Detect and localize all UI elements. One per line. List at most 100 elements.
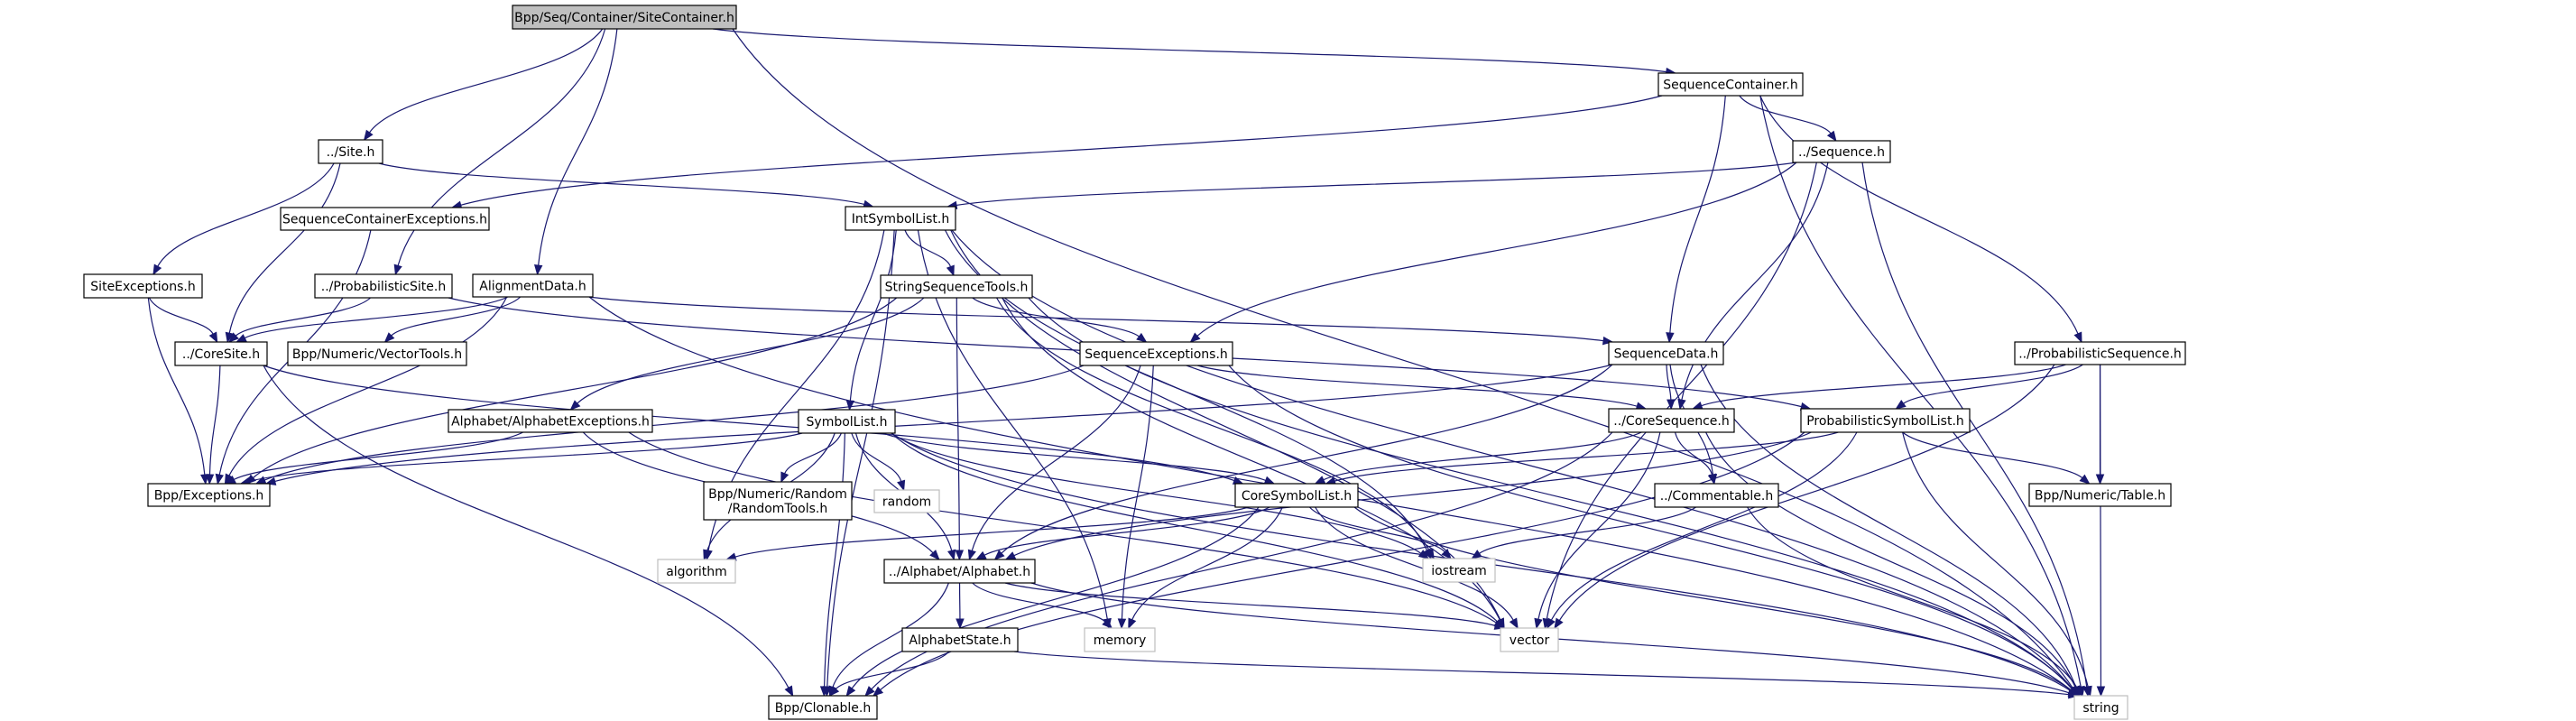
edge-alphabet-to-alphabetstate <box>956 582 965 630</box>
node-alphabet[interactable]: ../Alphabet/Alphabet.h <box>883 559 1036 584</box>
edge-line <box>972 297 1140 337</box>
edge-line <box>147 297 206 476</box>
node-stringsequencetools[interactable]: StringSequenceTools.h <box>880 274 1033 299</box>
edge-line <box>1228 365 2073 689</box>
arrowhead-icon <box>264 476 277 485</box>
arrowhead-icon <box>1314 476 1326 485</box>
edge-symbollist-to-randomtools <box>780 432 842 484</box>
edge-alphabet-to-vector <box>1004 582 1506 630</box>
arrowhead-icon <box>967 549 976 561</box>
arrowhead-icon <box>1602 336 1614 346</box>
edge-line <box>1121 365 1154 620</box>
edge-line <box>628 431 1498 624</box>
arrowhead-icon <box>947 549 956 561</box>
node-vector: vector <box>1500 627 1559 652</box>
arrowhead-icon <box>393 263 402 276</box>
edge-line <box>228 296 508 476</box>
node-symbollist[interactable]: SymbolList.h <box>798 409 896 434</box>
node-box <box>883 559 1036 584</box>
arrowhead-icon <box>1136 332 1148 343</box>
node-clonable[interactable]: Bpp/Clonable.h <box>768 695 878 720</box>
edge-line <box>1903 364 2083 404</box>
arrowhead-icon <box>208 331 218 344</box>
arrowhead-icon <box>946 264 955 277</box>
node-sequence[interactable]: ../Sequence.h <box>1792 140 1891 163</box>
edge-line <box>1700 364 2077 688</box>
node-coresymbollist[interactable]: CoreSymbolList.h <box>1234 483 1359 508</box>
node-intsymbollist[interactable]: IntSymbolList.h <box>845 206 956 231</box>
node-table[interactable]: Bpp/Numeric/Table.h <box>2028 483 2172 507</box>
node-box <box>318 139 383 164</box>
node-probabilisticsymbollist[interactable]: ProbabilisticSymbolList.h <box>1800 408 1971 433</box>
node-sequenceexceptions[interactable]: SequenceExceptions.h <box>1079 341 1233 366</box>
edge-line <box>956 297 960 551</box>
node-label: Bpp/Exceptions.h <box>154 489 264 504</box>
node-coresite[interactable]: ../CoreSite.h <box>174 341 268 366</box>
node-box <box>1608 408 1735 433</box>
node-site[interactable]: ../Site.h <box>318 139 383 164</box>
node-box <box>1792 140 1891 163</box>
arrowhead-icon <box>1667 399 1676 411</box>
edge-line <box>263 365 1235 482</box>
edge-commentable-to-iostream <box>1471 506 1696 559</box>
node-box <box>845 206 956 231</box>
arrowhead-icon <box>703 549 712 561</box>
arrowhead-icon <box>974 550 987 560</box>
edge-probabilisticsequence-to-string <box>2096 364 2106 698</box>
node-label: memory <box>1094 633 1147 648</box>
node-box <box>2014 341 2186 365</box>
edge-line <box>1759 95 2079 335</box>
node-label: SequenceContainer.h <box>1663 79 1798 93</box>
edge-probabilisticsymbollist-to-vector <box>1547 431 1858 630</box>
node-probabilisticsite[interactable]: ../ProbabilisticSite.h <box>314 273 453 299</box>
node-vectortools[interactable]: Bpp/Numeric/VectorTools.h <box>287 341 467 366</box>
arrowhead-icon <box>2073 685 2082 698</box>
arrowhead-icon <box>872 686 884 697</box>
node-commentable[interactable]: ../Commentable.h <box>1654 483 1779 508</box>
node-alphabetstate[interactable]: AlphabetState.h <box>901 627 1019 652</box>
edge-alphabetstate-to-clonable <box>828 651 950 698</box>
node-siteexceptions[interactable]: SiteExceptions.h <box>83 273 203 299</box>
edge-line <box>712 28 1667 73</box>
edge-line <box>1701 364 2066 407</box>
edge-line <box>891 432 1499 623</box>
edge-sitecontainer-to-alignmentdata <box>533 28 618 276</box>
node-label: IntSymbolList.h <box>852 212 949 226</box>
edge-line <box>253 297 898 478</box>
node-alignmentdata[interactable]: AlignmentData.h <box>472 273 594 298</box>
node-memory: memory <box>1084 627 1156 652</box>
node-label: Bpp/Numeric/Table.h <box>2035 489 2165 504</box>
node-coresequence[interactable]: ../CoreSequence.h <box>1608 408 1735 433</box>
node-box <box>1234 483 1359 508</box>
node-sequencecontainer[interactable]: SequenceContainer.h <box>1657 72 1804 97</box>
edge-line <box>882 432 1266 481</box>
node-label: ../Commentable.h <box>1660 489 1774 504</box>
node-label: ../CoreSite.h <box>182 347 260 362</box>
node-sequencedata[interactable]: SequenceData.h <box>1608 341 1724 365</box>
edge-stringsequencetools-to-sequenceexceptions <box>972 297 1148 343</box>
edge-line <box>588 296 1604 342</box>
edge-coresequence-to-coresymbollist <box>1314 431 1642 485</box>
arrowhead-icon <box>784 685 794 698</box>
node-probabilisticsequence[interactable]: ../ProbabilisticSequence.h <box>2014 341 2186 365</box>
edge-sequencecontainer-to-sequence <box>1739 95 1837 143</box>
edge-line <box>157 162 335 267</box>
node-sitecontainer[interactable]: Bpp/Seq/Container/SiteContainer.h <box>512 5 737 30</box>
node-exceptions[interactable]: Bpp/Exceptions.h <box>147 483 271 507</box>
edge-alignmentdata-to-vectortools <box>383 296 522 343</box>
edge-coresequence-to-string <box>1705 431 2081 698</box>
edge-sequencedata-to-exceptions <box>264 364 1613 485</box>
edge-coresite-to-coresymbollist <box>263 365 1244 485</box>
edge-line <box>832 582 949 688</box>
node-box <box>703 481 853 521</box>
edge-line <box>148 297 214 335</box>
node-alphabetexceptions[interactable]: Alphabet/AlphabetExceptions.h <box>448 409 653 433</box>
edge-line <box>1001 364 1613 554</box>
arrowhead-icon <box>1263 476 1276 485</box>
arrowhead-icon <box>2096 686 2106 698</box>
node-seqcontainerexceptions[interactable]: SequenceContainerExceptions.h <box>280 207 490 231</box>
node-randomtools[interactable]: Bpp/Numeric/Random/RandomTools.h <box>703 481 853 521</box>
edge-sequencecontainer-to-probabilisticsequence <box>1759 95 2082 344</box>
edge-line <box>1196 162 1797 337</box>
arrowhead-icon <box>897 479 906 492</box>
